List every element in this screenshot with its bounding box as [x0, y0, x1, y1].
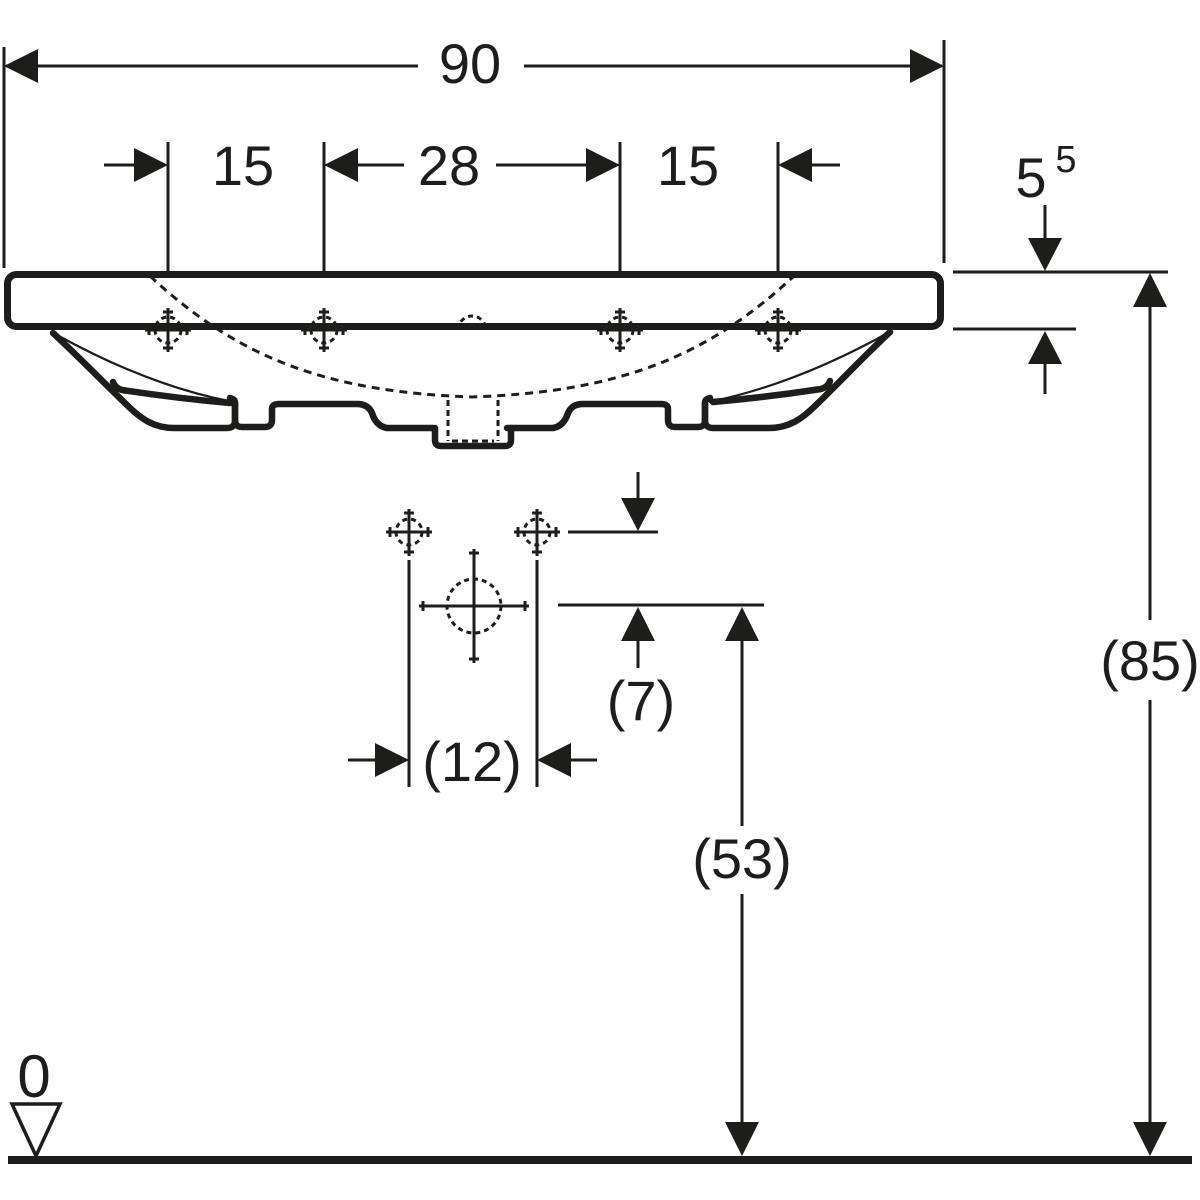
basin-rim-outline: [4, 271, 944, 330]
crosshair-icon: [755, 308, 801, 352]
fixing-hole-marker: [514, 509, 560, 556]
right-bowl-silhouette: [701, 328, 894, 432]
crosshair-icon: [386, 509, 432, 556]
extension-lines: [407, 560, 539, 787]
arrowhead-up-icon: [725, 607, 759, 641]
outlet-circle: [445, 577, 503, 635]
hole-circle: [763, 315, 793, 345]
extension-lines: [166, 142, 780, 352]
overall-width-label: 90: [439, 32, 501, 95]
drain-hidden-lines: [446, 400, 500, 443]
right-bowl-shelf: [709, 377, 834, 406]
arrowhead-right-icon: [910, 49, 944, 83]
arrowhead-up-icon: [621, 607, 655, 641]
hole-circle: [309, 315, 339, 345]
right-trough-and-notch: [503, 399, 709, 432]
rim-thickness-label: 5: [1015, 146, 1046, 209]
dim-outlet-drop: (7): [558, 472, 764, 732]
dim-rim-thickness: 5 5: [953, 139, 1168, 394]
hole-circle: [394, 517, 424, 547]
outlet-height-label: (53): [692, 827, 792, 890]
crosshair-icon: [514, 509, 560, 556]
arrowhead-down-icon: [1028, 238, 1062, 271]
fixing-hole-markers: [386, 509, 560, 556]
overall-height-label: (85): [1100, 629, 1200, 692]
arrowhead-icon: [324, 148, 358, 182]
arrowhead-left-icon: [537, 743, 571, 777]
hole-circle: [153, 315, 183, 345]
left-trough-and-notch: [231, 399, 437, 432]
crosshair-icon: [145, 308, 191, 352]
dim-tap-hole-spacings: 15 28 15: [104, 134, 840, 352]
fixing-hole-spacing-label: (12): [422, 730, 522, 793]
bowl-hidden-outline: [148, 274, 796, 399]
arrowhead-up-icon: [1133, 273, 1167, 307]
outlet-drop-label: (7): [607, 669, 675, 732]
arrowhead-icon: [586, 148, 620, 182]
basin-underside: [49, 328, 894, 450]
arrowhead-down-icon: [621, 498, 655, 531]
arrowhead-left-icon: [4, 49, 38, 83]
arrowhead-down-icon: [725, 1122, 759, 1156]
left-bowl-shelf: [109, 378, 234, 407]
tap-spacing-left-label: 15: [212, 134, 274, 197]
tap-hole-marker: [301, 308, 347, 352]
hole-circle: [605, 315, 635, 345]
arrowhead-up-icon: [1028, 331, 1062, 364]
rim-thickness-superscript: 5: [1055, 139, 1076, 181]
tap-hole-marker: [145, 308, 191, 352]
dim-overall-height: (85): [1100, 273, 1200, 1156]
arrowhead-icon: [134, 148, 168, 182]
arrowhead-down-icon: [1133, 1122, 1167, 1156]
dim-fixing-hole-spacing: (12): [348, 560, 597, 793]
dim-overall-width: 90: [2, 32, 946, 268]
overflow-hole-marker: [456, 314, 488, 331]
tap-spacing-center-label: 28: [418, 134, 480, 197]
crosshair-icon: [419, 549, 529, 663]
arrowhead-icon: [778, 148, 812, 182]
basin-slab: [4, 271, 944, 330]
fixing-hole-marker: [386, 509, 432, 556]
arrowhead-right-icon: [375, 743, 409, 777]
drain-boss: [431, 424, 515, 450]
left-bowl-far-edge: [56, 334, 235, 404]
floor-datum: 0: [8, 1043, 1192, 1164]
tap-hole-markers: [145, 308, 801, 352]
outlet-marker: [419, 549, 529, 663]
crosshair-icon: [301, 308, 347, 352]
dim-outlet-height: (53): [692, 607, 792, 1156]
tap-hole-marker: [597, 308, 643, 352]
floor-datum-label: 0: [17, 1043, 50, 1110]
tap-spacing-right-label: 15: [657, 134, 719, 197]
tap-hole-marker: [755, 308, 801, 352]
hole-circle: [522, 517, 552, 547]
datum-triangle-icon: [9, 1102, 63, 1161]
crosshair-icon: [597, 308, 643, 352]
